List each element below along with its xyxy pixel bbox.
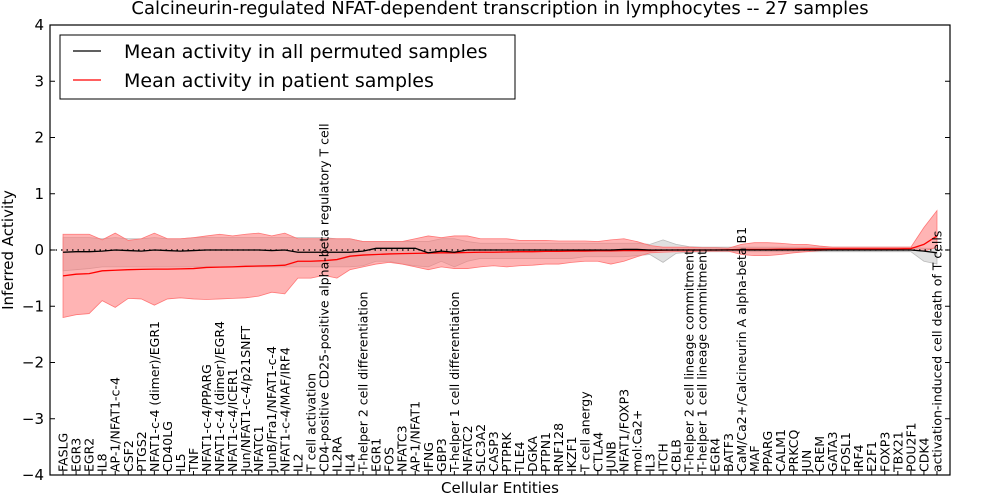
x-tick-label: IL3 (643, 453, 658, 472)
x-tick-label: GBP3 (434, 438, 449, 472)
legend-box (59, 34, 516, 100)
x-tick-label: CTLA4 (590, 432, 605, 472)
x-tick-label: PTGS2 (134, 431, 149, 472)
x-tick-label: RNF128 (551, 423, 566, 472)
x-tick-label: T cell anergy (577, 391, 592, 473)
x-tick-label: Jun/NFAT1-c-4/p21SNFT (238, 326, 253, 473)
x-tick-label: NFAT1/FOXP3 (616, 389, 631, 472)
x-tick-label: SLC3A2 (473, 424, 488, 472)
x-tick-label: IL5 (173, 453, 188, 472)
x-tick-label: T cell activation (303, 373, 318, 473)
x-tick-label: PRKCQ (786, 430, 801, 472)
x-tick-label: NFATC2 (460, 425, 475, 472)
legend: Mean activity in all permuted samples Me… (59, 34, 516, 100)
x-tick-label: PTPN1 (538, 432, 553, 472)
x-tick-label: DGKA (525, 436, 540, 472)
x-tick-label: JUN (799, 450, 814, 473)
y-tick-label: −1 (22, 297, 44, 315)
x-tick-label: CDK4 (916, 437, 931, 472)
x-axis-label: Cellular Entities (441, 479, 559, 497)
x-tick-label: CD40LG (160, 421, 175, 472)
x-tick-label: NFATC1 (251, 425, 266, 472)
y-tick-label: 4 (34, 16, 44, 34)
y-tick-label: 0 (34, 241, 44, 259)
x-tick-label: PTPRK (499, 432, 514, 472)
x-tick-label: NFATC3 (395, 425, 410, 472)
y-tick-label: −4 (22, 466, 44, 484)
x-tick-label: E2F1 (864, 441, 879, 472)
x-tick-label: NFAT1-c-4/MAF/IRF4 (277, 347, 292, 472)
y-tick-label: 1 (34, 185, 44, 203)
x-tick-label: T-helper 1 cell differentiation (447, 292, 462, 473)
x-tick-label: JUNB (603, 441, 618, 473)
x-tick-label: CASP3 (486, 431, 501, 472)
x-tick-label: NFAT1-c-4/PPARG (199, 364, 214, 472)
x-tick-label: CaM/Ca2+/Calcineurin A alpha-beta B1 (734, 227, 749, 472)
x-tick-label: TLE4 (512, 442, 527, 473)
x-tick-label: IL8 (95, 453, 110, 472)
x-tick-label: GATA3 (825, 432, 840, 472)
x-tick-label: CSF2 (121, 440, 136, 472)
x-tick-label: FOXP3 (877, 432, 892, 472)
chart-title: Calcineurin-regulated NFAT-dependent tra… (131, 0, 868, 19)
x-tick-label: AP-1/NFAT1 (408, 401, 423, 472)
legend-label-patient: Mean activity in patient samples (124, 70, 434, 92)
x-tick-label: mol:Ca2+ (629, 410, 644, 472)
x-tick-label: NFAT1-c-4 (dimer)/EGR1 (147, 321, 162, 472)
x-tick-label: T-helper 2 cell differentiation (356, 292, 371, 473)
x-tick-label: IKZF1 (564, 436, 579, 472)
legend-label-permuted: Mean activity in all permuted samples (124, 41, 487, 63)
y-tick-label: −3 (22, 410, 44, 428)
x-tick-label: PPARG (760, 431, 775, 472)
x-tick-label: CREM (812, 436, 827, 472)
x-tick-label: FASLG (56, 433, 71, 472)
x-tick-label: JunB/Fra1/NFAT1-c-4 (264, 346, 279, 473)
x-tick-label: IL2 (290, 453, 305, 472)
x-tick-label: CALM1 (773, 429, 788, 472)
x-tick-label: NFAT1-c-4/ICER1 (225, 368, 240, 472)
y-axis-label: Inferred Activity (0, 190, 17, 310)
x-tick-label: EGR1 (369, 438, 384, 472)
x-tick-label: AP-1/NFAT1-c-4 (108, 377, 123, 472)
x-tick-label: CD4-positive CD25-positive alpha-beta re… (316, 123, 331, 472)
x-tick-label: EGR4 (708, 438, 723, 472)
x-tick-label: IRF4 (851, 444, 866, 472)
x-tick-label: FOS (382, 447, 397, 472)
x-tick-label: NFAT1-c-4 (dimer)/EGR4 (212, 321, 227, 472)
x-tick-label: IFNG (421, 442, 436, 472)
y-tick-label: 3 (34, 72, 44, 90)
x-tick-label: TBX21 (890, 431, 905, 473)
x-tick-label: IL4 (343, 453, 358, 472)
y-tick-label: 2 (34, 129, 44, 147)
y-tick-label: −2 (22, 354, 44, 372)
x-tick-label: BATF3 (721, 433, 736, 472)
permuted-mean-line (63, 247, 938, 254)
x-tick-label: POU2F1 (903, 422, 918, 472)
plot-area: −4 −3 −2 −1 0 1 2 3 4FASLGEGR3EGR2IL8AP-1/NFAT1-… (22, 16, 951, 484)
x-tick-label: ITCH (656, 443, 671, 472)
patient-band (62, 209, 938, 318)
patient-mean-line (62, 235, 938, 277)
x-tick-label: EGR3 (69, 438, 84, 472)
x-tick-label: TNF (186, 448, 201, 473)
x-tick-label: T-helper 1 cell lineage commitment (695, 250, 710, 473)
x-tick-label: EGR2 (82, 438, 97, 472)
x-tick-label: MAF (747, 445, 762, 472)
x-tick-label: FOSL1 (838, 432, 853, 472)
x-tick-label: activation-induced cell death of T cells (929, 231, 944, 472)
x-tick-label: CBLB (669, 439, 684, 472)
x-tick-label: T-helper 2 cell lineage commitment (682, 250, 697, 473)
x-tick-label: IL2RA (329, 436, 344, 472)
